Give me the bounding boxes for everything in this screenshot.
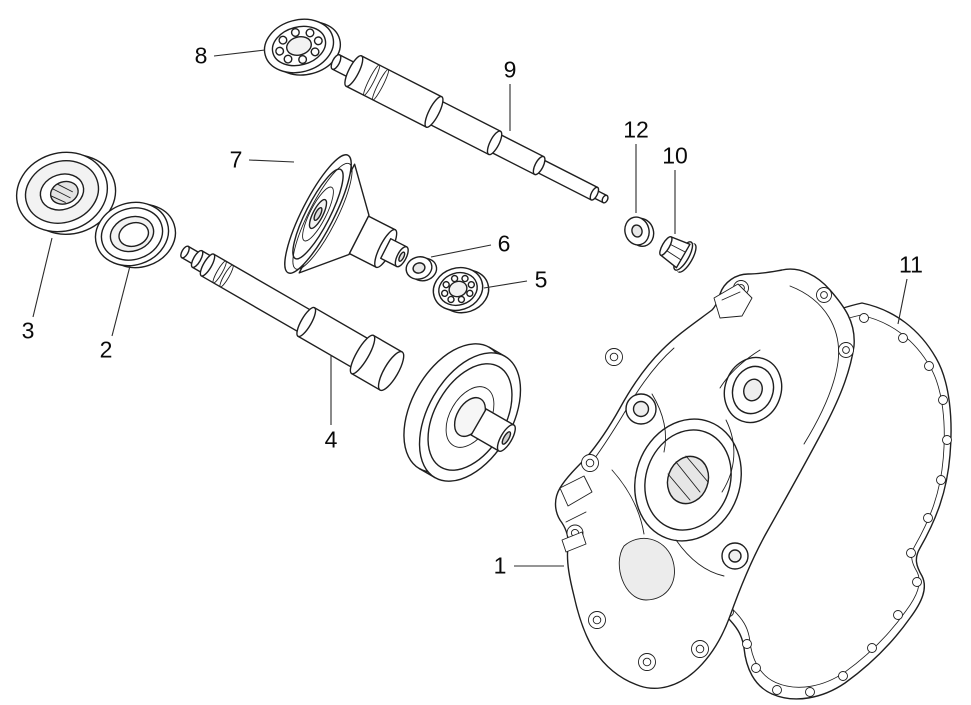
leader-line-6 [430, 244, 492, 258]
part-bearing-5 [432, 266, 490, 314]
part-flange-nut-10 [659, 236, 697, 273]
part-drive-face-7 [284, 154, 409, 274]
leader-line-3 [32, 237, 53, 318]
part-bearing-3 [15, 151, 117, 236]
part-bearing-8 [263, 18, 342, 76]
callout-label-8: 8 [194, 42, 208, 69]
callout-label-9: 9 [503, 56, 517, 83]
part-input-shaft-9 [330, 53, 609, 204]
part-drive-shaft-4 [180, 245, 405, 392]
part-oil-seal-2 [94, 201, 177, 269]
callout-label-7: 7 [229, 146, 243, 173]
part-washer-6 [405, 256, 438, 282]
callout-label-4: 4 [324, 426, 338, 453]
callout-label-10: 10 [662, 142, 688, 169]
part-pulley-wheel-4 [403, 343, 522, 482]
leader-lines [32, 49, 908, 567]
leader-line-5 [483, 280, 528, 289]
leader-line-7 [248, 159, 295, 163]
leader-line-8 [213, 49, 266, 57]
callout-label-1: 1 [493, 552, 507, 579]
callout-label-12: 12 [623, 116, 649, 143]
callout-label-6: 6 [497, 230, 511, 257]
callout-label-2: 2 [99, 336, 113, 363]
callout-label-5: 5 [534, 266, 548, 293]
callout-label-3: 3 [21, 317, 35, 344]
part-gearbox-cover-1 [554, 268, 855, 690]
leader-line-2 [111, 265, 131, 337]
callout-label-11: 11 [899, 251, 923, 278]
leader-line-11 [897, 278, 908, 325]
part-washer-12 [624, 216, 655, 247]
